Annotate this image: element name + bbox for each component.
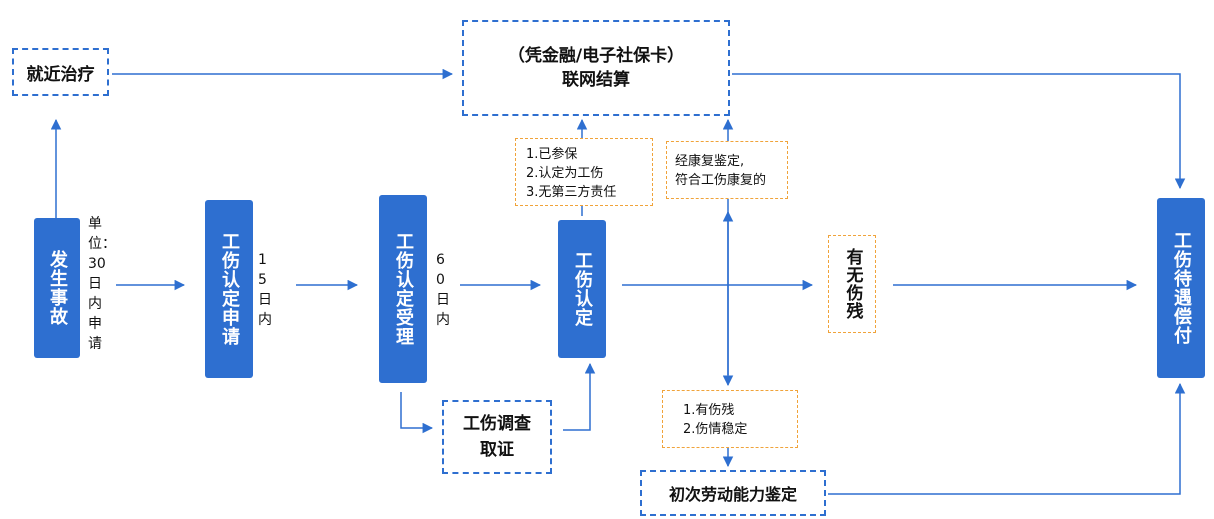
days-60-text: 60日内: [436, 252, 451, 328]
nearby-treatment-node: 就近治疗: [12, 48, 109, 96]
recognition-accepted-label: 工伤认定受理: [393, 232, 414, 346]
recognition-label: 工伤认定: [572, 251, 593, 327]
apply-recognition-label: 工伤认定申请: [219, 232, 240, 346]
days-15-note: 15日内: [258, 250, 272, 330]
investigation-label: 工伤调查取证: [463, 414, 531, 460]
apply-recognition-node: 工伤认定申请: [205, 200, 253, 378]
settlement-line1: （凭金融/电子社保卡）: [507, 46, 685, 66]
benefits-label: 工伤待遇偿付: [1171, 231, 1192, 345]
recognition-accepted-node: 工伤认定受理: [379, 195, 427, 383]
investigation-node: 工伤调查取证: [442, 400, 552, 474]
disability-conditions-note: 1.有伤残 2.伤情稳定: [662, 390, 798, 448]
days-60-note: 60日内: [436, 250, 450, 330]
benefits-node: 工伤待遇偿付: [1157, 198, 1205, 378]
arrow-labor-to-benefits: [828, 382, 1186, 495]
days-15-text: 15日内: [258, 252, 273, 328]
settlement-node: （凭金融/电子社保卡） 联网结算: [462, 20, 730, 116]
disability-condition-2: 2.伤情稳定: [683, 422, 748, 437]
disability-check-node: 有无伤残: [828, 235, 876, 333]
unit-apply-text: 单位：30日内申请: [88, 216, 116, 352]
nearby-treatment-label: 就近治疗: [26, 64, 95, 85]
unit-apply-note: 单位：30日内申请: [88, 214, 116, 354]
recognition-node: 工伤认定: [558, 220, 606, 358]
settlement-conditions-note: 1.已参保 2.认定为工伤 3.无第三方责任: [515, 138, 653, 206]
disability-condition-1: 1.有伤残: [683, 403, 735, 418]
accident-label: 发生事故: [47, 250, 68, 326]
arrow-accepted-to-investigation: [400, 392, 434, 434]
settlement-condition-2: 2.认定为工伤: [526, 166, 604, 181]
settlement-line2: 联网结算: [562, 70, 630, 90]
rehab-condition-line1: 经康复鉴定,: [675, 154, 745, 169]
arrow-investigation-to-recognition: [563, 362, 596, 431]
accident-node: 发生事故: [34, 218, 80, 358]
labor-capacity-node: 初次劳动能力鉴定: [640, 470, 826, 516]
labor-capacity-label: 初次劳动能力鉴定: [668, 485, 797, 504]
rehab-condition-line2: 符合工伤康复的: [675, 173, 767, 188]
disability-check-label: 有无伤残: [842, 248, 863, 320]
settlement-condition-3: 3.无第三方责任: [526, 185, 617, 200]
arrow-settlement-to-benefits: [732, 73, 1186, 190]
settlement-condition-1: 1.已参保: [526, 147, 578, 162]
rehab-condition-note: 经康复鉴定, 符合工伤康复的: [666, 141, 788, 199]
